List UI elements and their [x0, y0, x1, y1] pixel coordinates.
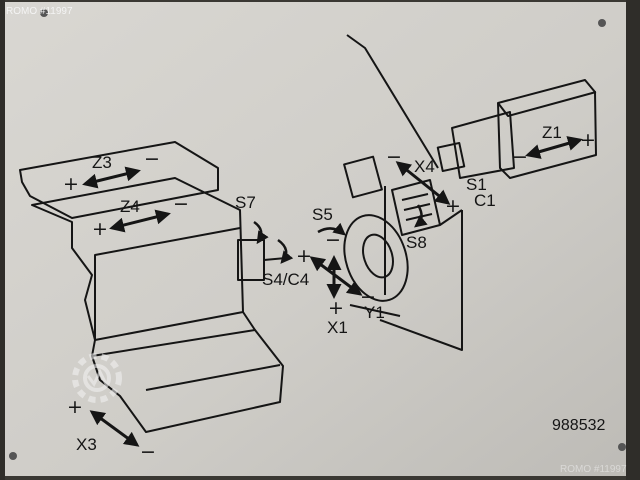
label-x1: X1 [327, 318, 348, 337]
s5-rotation-arrow-icon [317, 222, 346, 236]
base-support-line [91, 311, 256, 357]
x3-axis-arrow-icon [89, 410, 140, 447]
label-y1: Y1 [364, 303, 385, 322]
z4-axis-arrow-icon [109, 209, 171, 233]
label-z4: Z4 [120, 197, 140, 216]
z4-carriage-drawing [31, 177, 244, 341]
z1-plus-sign: + [580, 129, 596, 151]
serial-number: 988532 [552, 417, 605, 434]
label-s1: S1 [466, 175, 487, 194]
x3-base-step-line [145, 364, 281, 391]
x4-plus-sign: + [445, 195, 461, 217]
z3-minus-sign: − [144, 148, 160, 170]
x3-minus-sign: − [140, 441, 156, 463]
z1-axis-arrow-icon [525, 136, 583, 159]
rivet-bottom-left-icon [9, 452, 17, 460]
z1-minus-sign: − [512, 146, 528, 168]
label-s7: S7 [235, 193, 256, 212]
z1-tailstock-drawing [497, 79, 597, 179]
z3-carriage-drawing [19, 141, 219, 219]
rivet-top-left-icon [40, 9, 48, 17]
label-s5: S5 [312, 205, 333, 224]
x3-base-drawing [91, 329, 284, 433]
enclosure-outline [346, 34, 463, 351]
label-z1: Z1 [542, 123, 562, 142]
plate-right-edge-shadow [626, 0, 640, 480]
s1-spindle-drawing [451, 111, 515, 179]
z4-plus-sign: + [92, 218, 108, 240]
s7-rotation-arrow-icon [253, 220, 269, 245]
tool-holder-block [343, 155, 383, 199]
plate-left-edge-shadow [0, 0, 5, 480]
metal-plate [4, 2, 634, 476]
s1-quill-drawing [436, 141, 466, 173]
label-x3: X3 [76, 435, 97, 454]
y1-minus-sign: − [360, 286, 376, 308]
watermark-bottom-right: ROMO #11997 [560, 464, 627, 475]
watermark-gear-logo-icon [72, 353, 122, 403]
spindle-plus-sign: + [296, 245, 312, 267]
z4-front-face-line [94, 227, 241, 340]
x1-plus-sign: + [328, 297, 344, 319]
x4-axis-arrow-icon [395, 161, 451, 205]
watermark-top-left: ROMO #11997 [6, 6, 73, 17]
label-c1: C1 [474, 191, 496, 210]
label-x4: X4 [414, 157, 435, 176]
label-z3: Z3 [92, 153, 112, 172]
z4-minus-sign: − [173, 193, 189, 215]
z1-tailstock-top [497, 91, 597, 117]
s5-minus-sign: − [325, 229, 341, 251]
s8-rotation-arrow-icon [414, 204, 428, 228]
s4c4-rotation-arrow-icon [277, 238, 294, 264]
rivet-top-right-icon [598, 19, 606, 27]
label-s8: S8 [406, 233, 427, 252]
label-s4c4: S4/C4 [262, 270, 309, 289]
x4-minus-sign: − [386, 146, 402, 168]
z3-axis-arrow-icon [82, 166, 141, 189]
y1-axis-arrow-icon [309, 256, 363, 296]
z3-plus-sign: + [63, 173, 79, 195]
x3-plus-sign: + [67, 396, 83, 418]
rivet-bottom-right-icon [618, 443, 626, 451]
enclosure-frame-lines [384, 186, 463, 295]
